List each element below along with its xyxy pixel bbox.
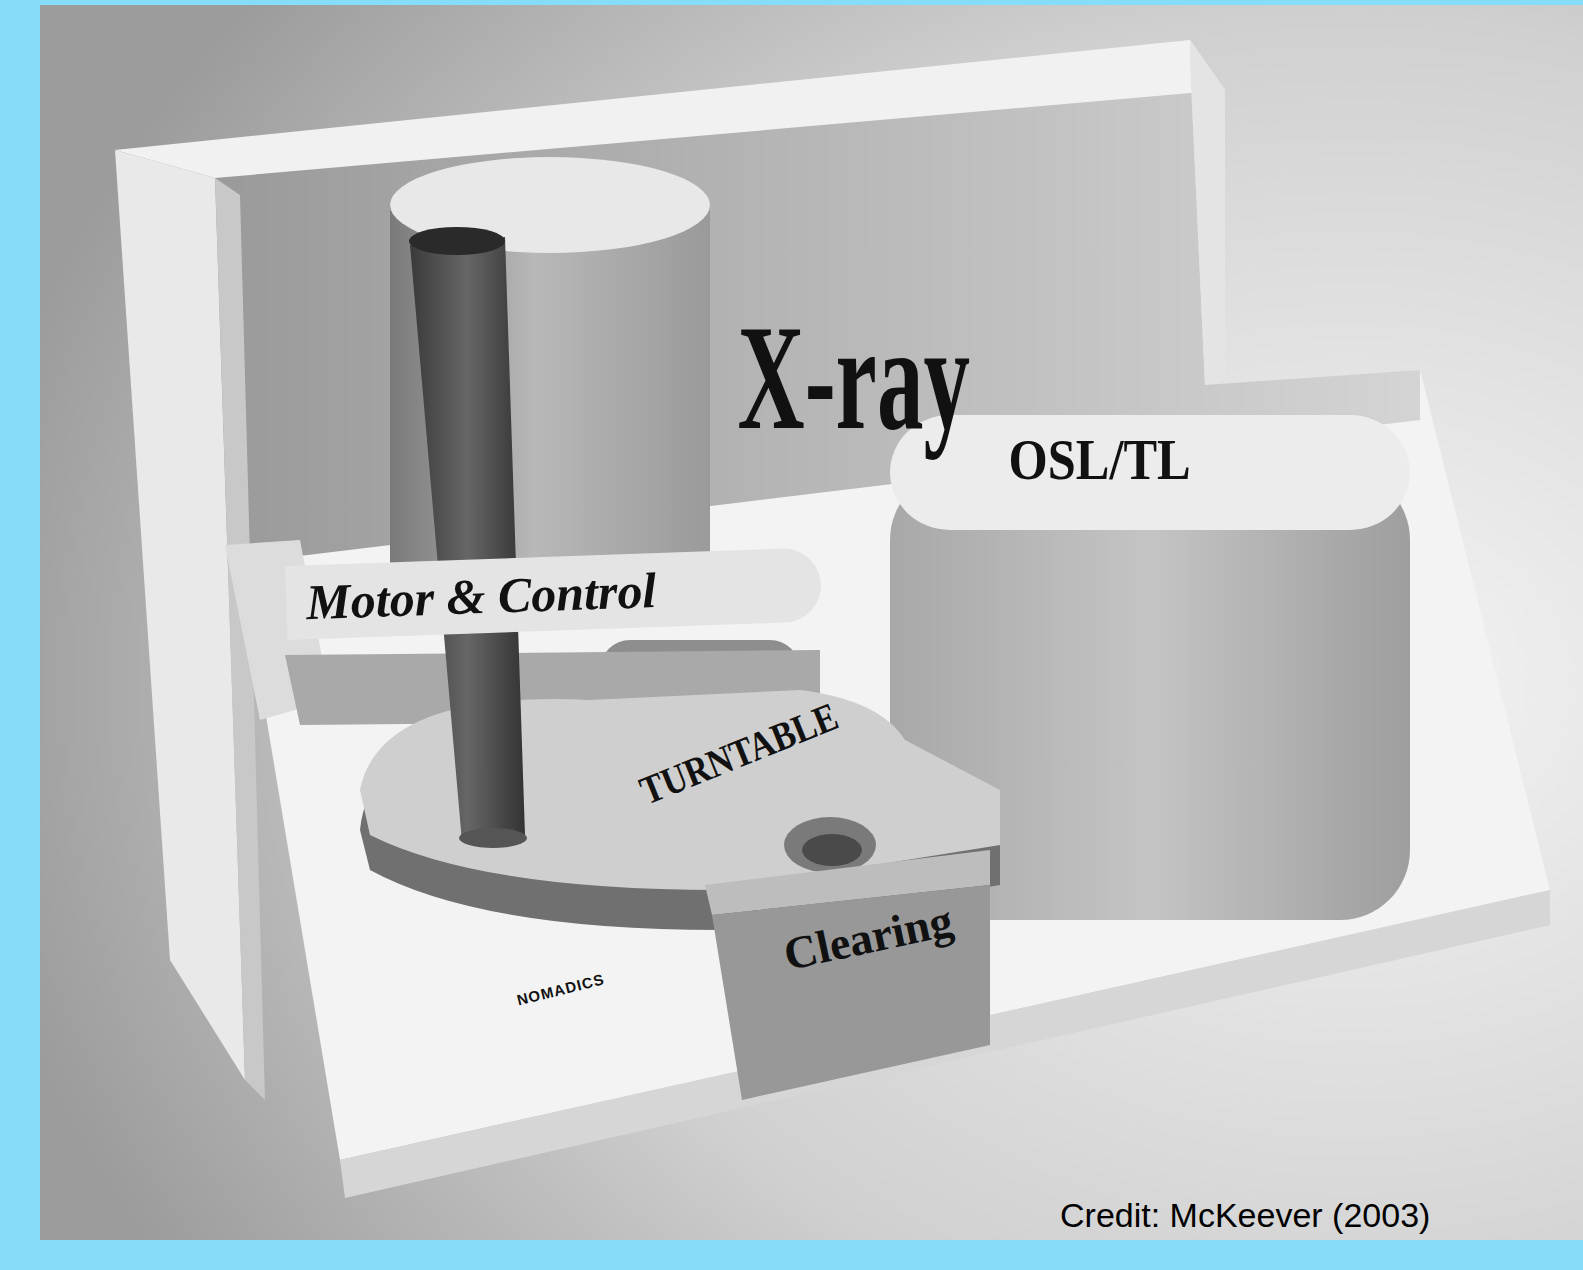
dose-tube-top — [409, 227, 505, 255]
photo-ground — [40, 5, 1583, 1240]
clearing-front — [712, 885, 990, 1100]
sample-hole-inner — [802, 834, 862, 866]
xray-label-box: X-ray — [735, 298, 972, 456]
sample-hole — [784, 817, 876, 873]
back-wall-top — [115, 40, 1225, 178]
part-label: X-ray — [737, 302, 969, 452]
credit-caption: Credit: McKeever (2003) — [1060, 1196, 1430, 1235]
dose-tube — [410, 237, 525, 842]
clearing-box: Clearing — [775, 893, 962, 983]
part-label: Clearing — [780, 897, 957, 978]
osl-tl-box: OSL/TL — [1005, 428, 1194, 492]
motor-control-box: Motor & Control — [285, 547, 822, 640]
part-label: Motor & Control — [305, 565, 657, 627]
dose-tube-foot — [459, 828, 527, 848]
part-label: OSL/TL — [1009, 432, 1191, 488]
maker-logo: NOMADICS — [515, 970, 606, 1008]
part-label: TURNTABLE — [635, 696, 844, 811]
turntable-box: TURNTABLE — [630, 691, 848, 816]
back-wall-side — [1190, 40, 1225, 385]
